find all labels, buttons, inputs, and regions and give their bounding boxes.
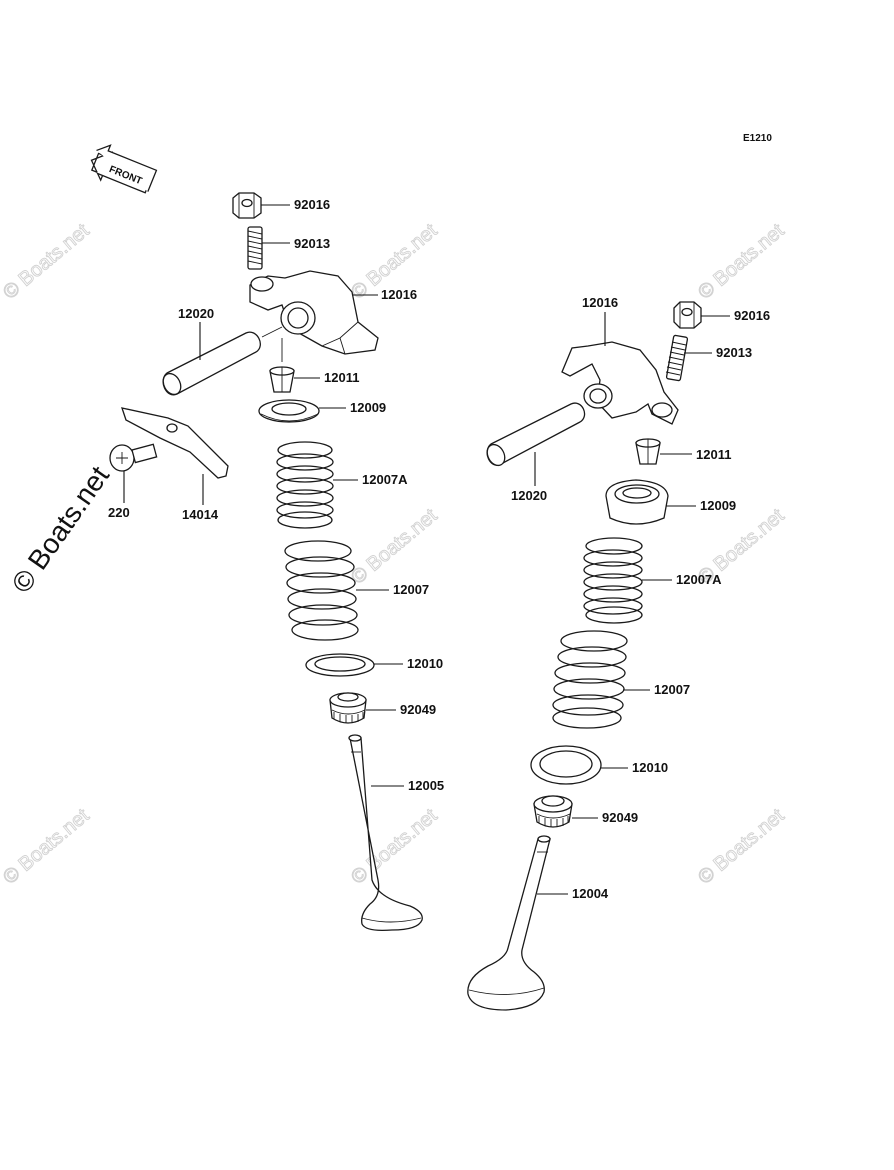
nut-right: 92016: [673, 301, 770, 329]
part-label: 12009: [700, 498, 736, 513]
oil-seal-left: 92049: [329, 692, 436, 724]
collet-right: 12011: [635, 438, 731, 465]
part-label: 12016: [381, 287, 417, 302]
front-arrow-icon: FRONT: [90, 144, 158, 194]
rocker-shaft-left: 12020: [162, 306, 283, 396]
watermark: © Boats.net: [0, 804, 94, 888]
valve-right: 12004: [467, 835, 609, 1011]
plate-14014: 14014: [121, 407, 229, 522]
watermarks: © Boats.net © Boats.net © Boats.net © Bo…: [0, 219, 789, 889]
part-label: 12020: [178, 306, 214, 321]
watermark: © Boats.net: [6, 460, 116, 598]
part-label: 92049: [602, 810, 638, 825]
spring-seat-left: 12010: [305, 653, 443, 677]
rocker-shaft-right: 12020: [486, 402, 586, 503]
outer-spring-right: 12007: [552, 630, 690, 729]
part-label: 12005: [408, 778, 444, 793]
watermark: © Boats.net: [347, 804, 442, 888]
part-label: 92013: [294, 236, 330, 251]
part-label: 92016: [294, 197, 330, 212]
inner-spring-right: 12007A: [583, 537, 722, 624]
part-label: 220: [108, 505, 130, 520]
spring-retainer-right: 12009: [605, 479, 736, 525]
part-label: 14014: [182, 507, 219, 522]
part-label: 92016: [734, 308, 770, 323]
part-label: 12020: [511, 488, 547, 503]
watermark: © Boats.net: [694, 804, 789, 888]
part-label: 12004: [572, 886, 609, 901]
watermark: © Boats.net: [0, 219, 94, 303]
diagram-code: E1210: [743, 133, 772, 144]
oil-seal-right: 92049: [533, 795, 638, 828]
part-label: 12011: [324, 370, 359, 385]
part-label: 12010: [407, 656, 443, 671]
part-label: 92013: [716, 345, 752, 360]
nut-left: 92016: [232, 192, 330, 219]
watermark: © Boats.net: [694, 219, 789, 303]
part-label: 12007A: [676, 572, 722, 587]
collet-left: 12011: [269, 338, 359, 393]
screw-220: 220: [108, 443, 158, 520]
rocker-arm-right: 12016: [561, 295, 679, 425]
outer-spring-left: 12007: [284, 540, 429, 641]
part-label: 12009: [350, 400, 386, 415]
part-label: 12007: [393, 582, 429, 597]
valve-left: 12005: [348, 734, 444, 932]
inner-spring-left: 12007A: [276, 441, 408, 529]
part-label: 12010: [632, 760, 668, 775]
rocker-arm-left: 12016: [249, 270, 417, 355]
adjusting-screw-right: 92013: [665, 334, 752, 382]
part-label: 12011: [696, 447, 731, 462]
watermark: © Boats.net: [347, 504, 442, 588]
part-label: 12007: [654, 682, 690, 697]
part-label: 12016: [582, 295, 618, 310]
part-label: 12007A: [362, 472, 408, 487]
adjusting-screw-left: 92013: [247, 226, 330, 270]
part-label: 92049: [400, 702, 436, 717]
spring-retainer-left: 12009: [258, 399, 386, 423]
spring-seat-right: 12010: [530, 745, 668, 785]
